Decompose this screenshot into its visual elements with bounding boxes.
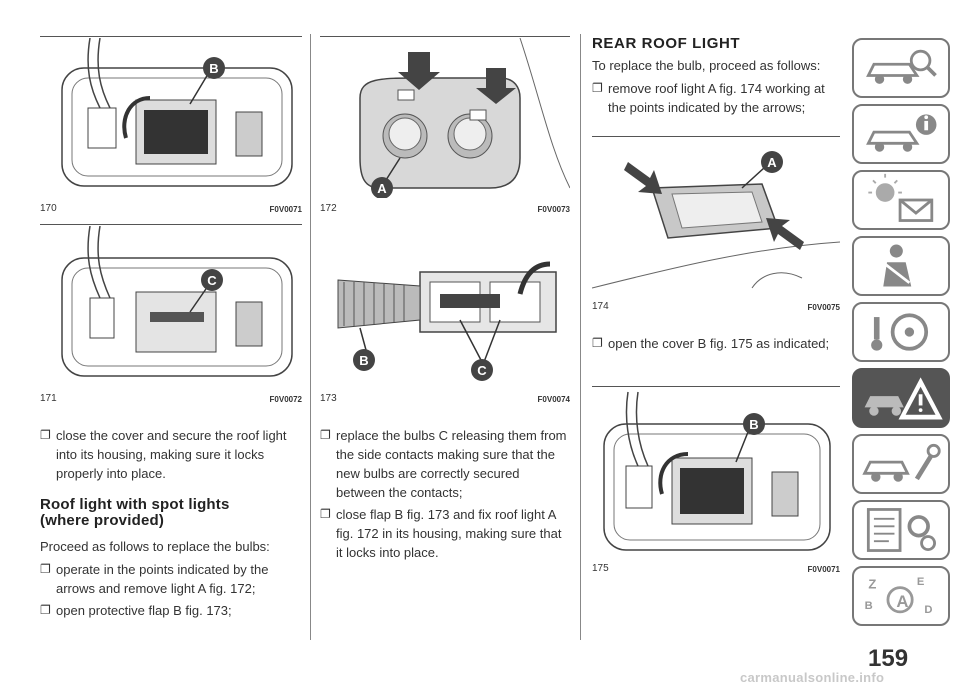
tab-technical-data[interactable] xyxy=(852,500,950,560)
svg-text:B: B xyxy=(865,600,873,612)
index-az-icon: Z E B D A xyxy=(865,576,933,616)
checkbox-bullet-icon: ❐ xyxy=(592,336,603,350)
technical-data-icon xyxy=(866,508,936,552)
checkbox-bullet-icon: ❐ xyxy=(40,428,51,442)
section-heading: Roof light with spot lights (where provi… xyxy=(40,496,230,529)
callout-label: B xyxy=(359,353,368,368)
instruction-bullet: ❐ open protective flap B fig. 173; xyxy=(40,601,302,620)
tab-warning-lights[interactable] xyxy=(852,170,950,230)
tab-index[interactable]: Z E B D A xyxy=(852,566,950,626)
callout-label: A xyxy=(767,155,777,170)
watermark: carmanualsonline.info xyxy=(740,670,885,685)
column-3-text-top: REAR ROOF LIGHT To replace the bulb, pro… xyxy=(592,36,840,120)
bullet-text: open protective flap B fig. 173; xyxy=(56,603,232,618)
page-number: 159 xyxy=(868,645,909,672)
spot-light-unit-illustration: A xyxy=(320,38,570,198)
instruction-bullet: ❐ open the cover B fig. 175 as indicated… xyxy=(592,334,840,353)
section-heading: REAR ROOF LIGHT xyxy=(592,35,741,52)
checkbox-bullet-icon: ❐ xyxy=(592,81,603,95)
tab-key-steering[interactable] xyxy=(852,302,950,362)
safety-seatbelt-icon xyxy=(883,244,912,287)
tab-emergency[interactable] xyxy=(852,368,950,428)
bullet-text: open the cover B fig. 175 as indicated; xyxy=(608,336,830,351)
roof-light-illustration: B xyxy=(40,38,302,198)
tab-car-info[interactable] xyxy=(852,104,950,164)
instruction-bullet: ❐ close flap B fig. 173 and fix roof lig… xyxy=(320,505,570,562)
car-info-icon xyxy=(866,114,937,152)
figure-code: F0V0071 xyxy=(807,565,840,574)
bullet-text: replace the bulbs C releasing them from … xyxy=(336,428,567,500)
column-2-text: ❐ replace the bulbs C releasing them fro… xyxy=(320,426,570,565)
instruction-bullet: ❐ operate in the points indicated by the… xyxy=(40,560,302,598)
svg-text:D: D xyxy=(924,604,932,616)
callout-label: B xyxy=(749,417,758,432)
tab-safety[interactable] xyxy=(852,236,950,296)
column-3-text-middle: ❐ open the cover B fig. 175 as indicated… xyxy=(592,334,840,356)
figure-175: B 175 F0V0071 xyxy=(592,386,840,574)
svg-text:E: E xyxy=(917,576,925,588)
rear-roof-light-illustration: A xyxy=(592,138,840,296)
car-maintenance-icon xyxy=(862,443,941,482)
warning-lights-icon xyxy=(868,173,934,222)
instruction-bullet: ❐ remove roof light A fig. 174 working a… xyxy=(592,79,840,117)
figure-number: 174 xyxy=(592,301,609,312)
roof-light-bulbs-illustration: C xyxy=(40,226,302,388)
figure-top-rule xyxy=(320,36,570,37)
figure-172: A 172 F0V0073 xyxy=(320,36,570,214)
callout-label: B xyxy=(209,61,218,76)
intro-text: Proceed as follows to replace the bulbs: xyxy=(40,539,270,554)
callout-label: A xyxy=(377,181,387,196)
figure-number: 172 xyxy=(320,203,337,214)
figure-number: 173 xyxy=(320,393,337,404)
figure-code: F0V0071 xyxy=(269,205,302,214)
protective-flap-illustration: B C xyxy=(320,224,570,388)
car-search-icon xyxy=(866,49,937,84)
figure-171: C 171 F0V0072 xyxy=(40,224,302,404)
bullet-text: remove roof light A fig. 174 working at … xyxy=(608,81,825,115)
rear-roof-light-cover-illustration: B xyxy=(592,388,840,558)
figure-top-rule xyxy=(592,136,840,137)
figure-top-rule xyxy=(592,386,840,387)
tab-maintenance[interactable] xyxy=(852,434,950,494)
key-steering-icon xyxy=(871,313,929,351)
callout-label: C xyxy=(207,273,217,288)
figure-number: 175 xyxy=(592,563,609,574)
figure-code: F0V0075 xyxy=(807,303,840,312)
callout-label: C xyxy=(477,363,487,378)
figure-number: 170 xyxy=(40,203,57,214)
figure-code: F0V0073 xyxy=(537,205,570,214)
svg-text:A: A xyxy=(896,592,908,611)
checkbox-bullet-icon: ❐ xyxy=(320,428,331,442)
figure-173: B C 173 F0V0074 xyxy=(320,224,570,404)
car-emergency-icon xyxy=(864,377,943,420)
intro-text: To replace the bulb, proceed as follows: xyxy=(592,58,821,73)
column-1-text: ❐ close the cover and secure the roof li… xyxy=(40,426,302,623)
figure-code: F0V0074 xyxy=(537,395,570,404)
figure-170: B 170 F0V0071 xyxy=(40,36,302,214)
column-divider xyxy=(580,34,581,640)
checkbox-bullet-icon: ❐ xyxy=(40,603,51,617)
figure-number: 171 xyxy=(40,393,57,404)
svg-text:Z: Z xyxy=(868,577,876,592)
figure-174: A 174 F0V0075 xyxy=(592,136,840,312)
instruction-bullet: ❐ close the cover and secure the roof li… xyxy=(40,426,302,483)
tab-car-search[interactable] xyxy=(852,38,950,98)
figure-top-rule xyxy=(40,36,302,37)
column-divider xyxy=(310,34,311,640)
bullet-text: close flap B fig. 173 and fix roof light… xyxy=(336,507,562,560)
bullet-text: close the cover and secure the roof ligh… xyxy=(56,428,287,481)
figure-top-rule xyxy=(40,224,302,225)
figure-code: F0V0072 xyxy=(269,395,302,404)
checkbox-bullet-icon: ❐ xyxy=(40,562,51,576)
instruction-bullet: ❐ replace the bulbs C releasing them fro… xyxy=(320,426,570,502)
checkbox-bullet-icon: ❐ xyxy=(320,507,331,521)
bullet-text: operate in the points indicated by the a… xyxy=(56,562,269,596)
